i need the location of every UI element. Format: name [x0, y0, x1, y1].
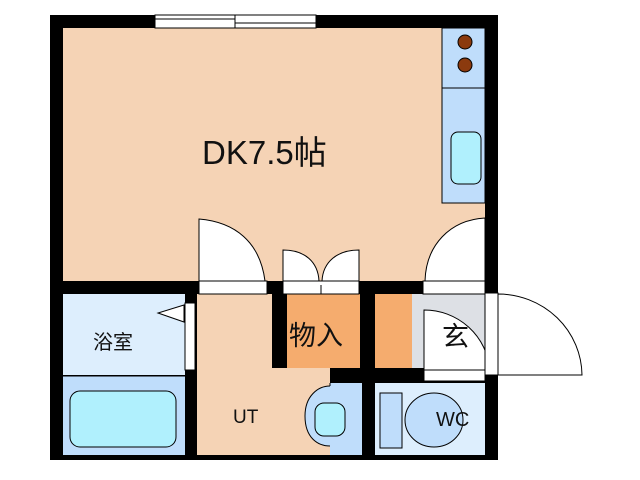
storage-closet-2: [375, 294, 412, 368]
dk-room: [63, 28, 485, 281]
storage-double-door: [282, 249, 360, 295]
utility-room: [197, 294, 330, 455]
utility-label: UT: [233, 407, 259, 428]
bathroom-label: 浴室: [93, 332, 133, 354]
kitchen-sink: [450, 131, 482, 185]
entry-door: [484, 292, 499, 376]
bathroom-room: [63, 294, 185, 375]
toilet-tank: [379, 392, 403, 449]
entry-door-swing: [497, 293, 583, 376]
ut-door: [198, 218, 268, 295]
storage-label: 物入: [289, 321, 343, 351]
burner-icon: [457, 34, 473, 50]
dk-room-label: DK7.5帖: [202, 134, 327, 171]
entrance-label: 玄: [442, 322, 469, 352]
burner-icon: [457, 57, 473, 73]
window: [154, 14, 317, 29]
washbasin: [314, 402, 346, 437]
bathroom-door: [184, 302, 196, 371]
storage-closet: [287, 294, 360, 368]
entrance-door: [422, 217, 486, 295]
toilet-label: WC: [436, 409, 470, 431]
toilet-bowl: [404, 392, 464, 448]
bathtub: [69, 390, 177, 448]
